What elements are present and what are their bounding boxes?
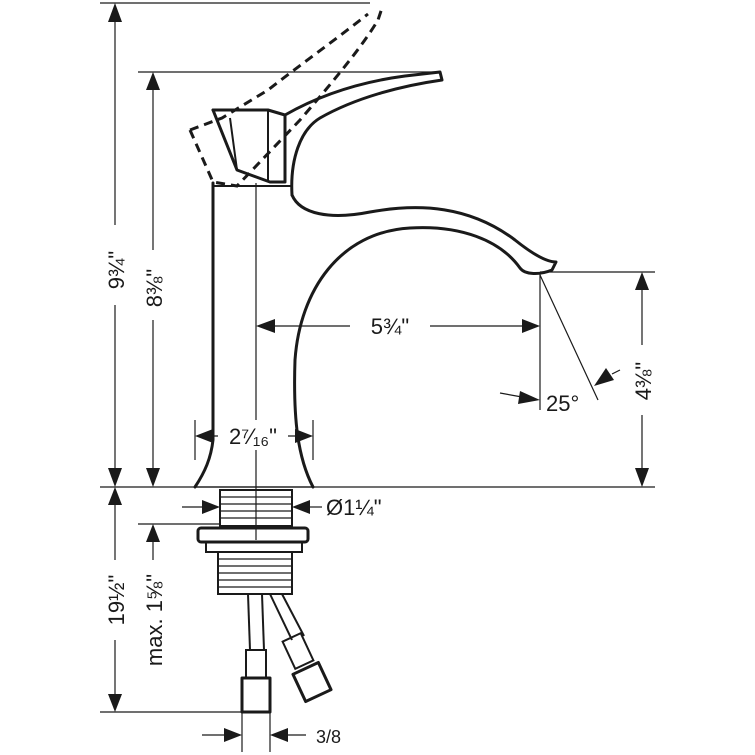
hose-left-nut bbox=[240, 676, 272, 714]
label-outlet-height: 4⅜" bbox=[631, 362, 656, 400]
handle-solid bbox=[211, 70, 444, 197]
hose-right bbox=[269, 593, 293, 641]
handle-cap bbox=[211, 108, 287, 184]
label-spray-angle: 25° bbox=[546, 391, 579, 416]
label-hose-length: 19½" bbox=[104, 575, 129, 626]
hose-right-2 bbox=[281, 593, 305, 637]
hose-left bbox=[247, 593, 251, 651]
hose-left-2 bbox=[261, 593, 265, 651]
label-hose-connection: 3/8 bbox=[316, 727, 341, 747]
label-max-deck: max. 1⅝" bbox=[142, 574, 167, 666]
hose-left-fitting bbox=[245, 649, 267, 679]
dim-hose-connection: 3/8 bbox=[202, 727, 341, 747]
hose-right-fitting bbox=[281, 631, 315, 671]
dim-hose-length: 19½" bbox=[100, 487, 130, 712]
handle-dashed-2 bbox=[189, 12, 369, 132]
handle-dashed bbox=[188, 7, 384, 188]
label-total-height: 9¾" bbox=[104, 251, 129, 289]
label-spout-height: 8⅜" bbox=[142, 269, 167, 307]
handle-facet bbox=[229, 110, 269, 182]
dim-spray-angle: 25° bbox=[499, 368, 621, 416]
dim-total-height: 9¾" bbox=[100, 3, 130, 487]
dim-spout-reach: 5¾" bbox=[256, 310, 540, 342]
supply-hoses bbox=[240, 593, 333, 714]
extension-lines bbox=[100, 2, 655, 752]
shank-assembly bbox=[196, 489, 310, 595]
dim-spout-height: 8⅜" bbox=[138, 72, 168, 487]
label-shank-diameter: Ø1¼" bbox=[326, 495, 382, 520]
shank-threads-lower bbox=[218, 558, 292, 588]
dim-shank-diameter: Ø1¼" bbox=[182, 495, 382, 520]
shank-upper bbox=[219, 489, 293, 527]
dim-outlet-height: 4⅜" bbox=[627, 272, 657, 487]
spray-line bbox=[539, 274, 599, 401]
label-base-width: 2⁷⁄₁₆" bbox=[229, 424, 277, 449]
faucet-outline bbox=[188, 7, 558, 540]
shank-threads-upper bbox=[220, 496, 292, 519]
dim-base-width: 2⁷⁄₁₆" bbox=[195, 420, 313, 450]
dim-max-deck: max. 1⅝" bbox=[138, 524, 168, 680]
body-front bbox=[290, 193, 558, 489]
mounting-washer bbox=[196, 526, 310, 544]
hose-right-nut bbox=[291, 660, 333, 704]
label-spout-reach: 5¾" bbox=[371, 314, 409, 339]
